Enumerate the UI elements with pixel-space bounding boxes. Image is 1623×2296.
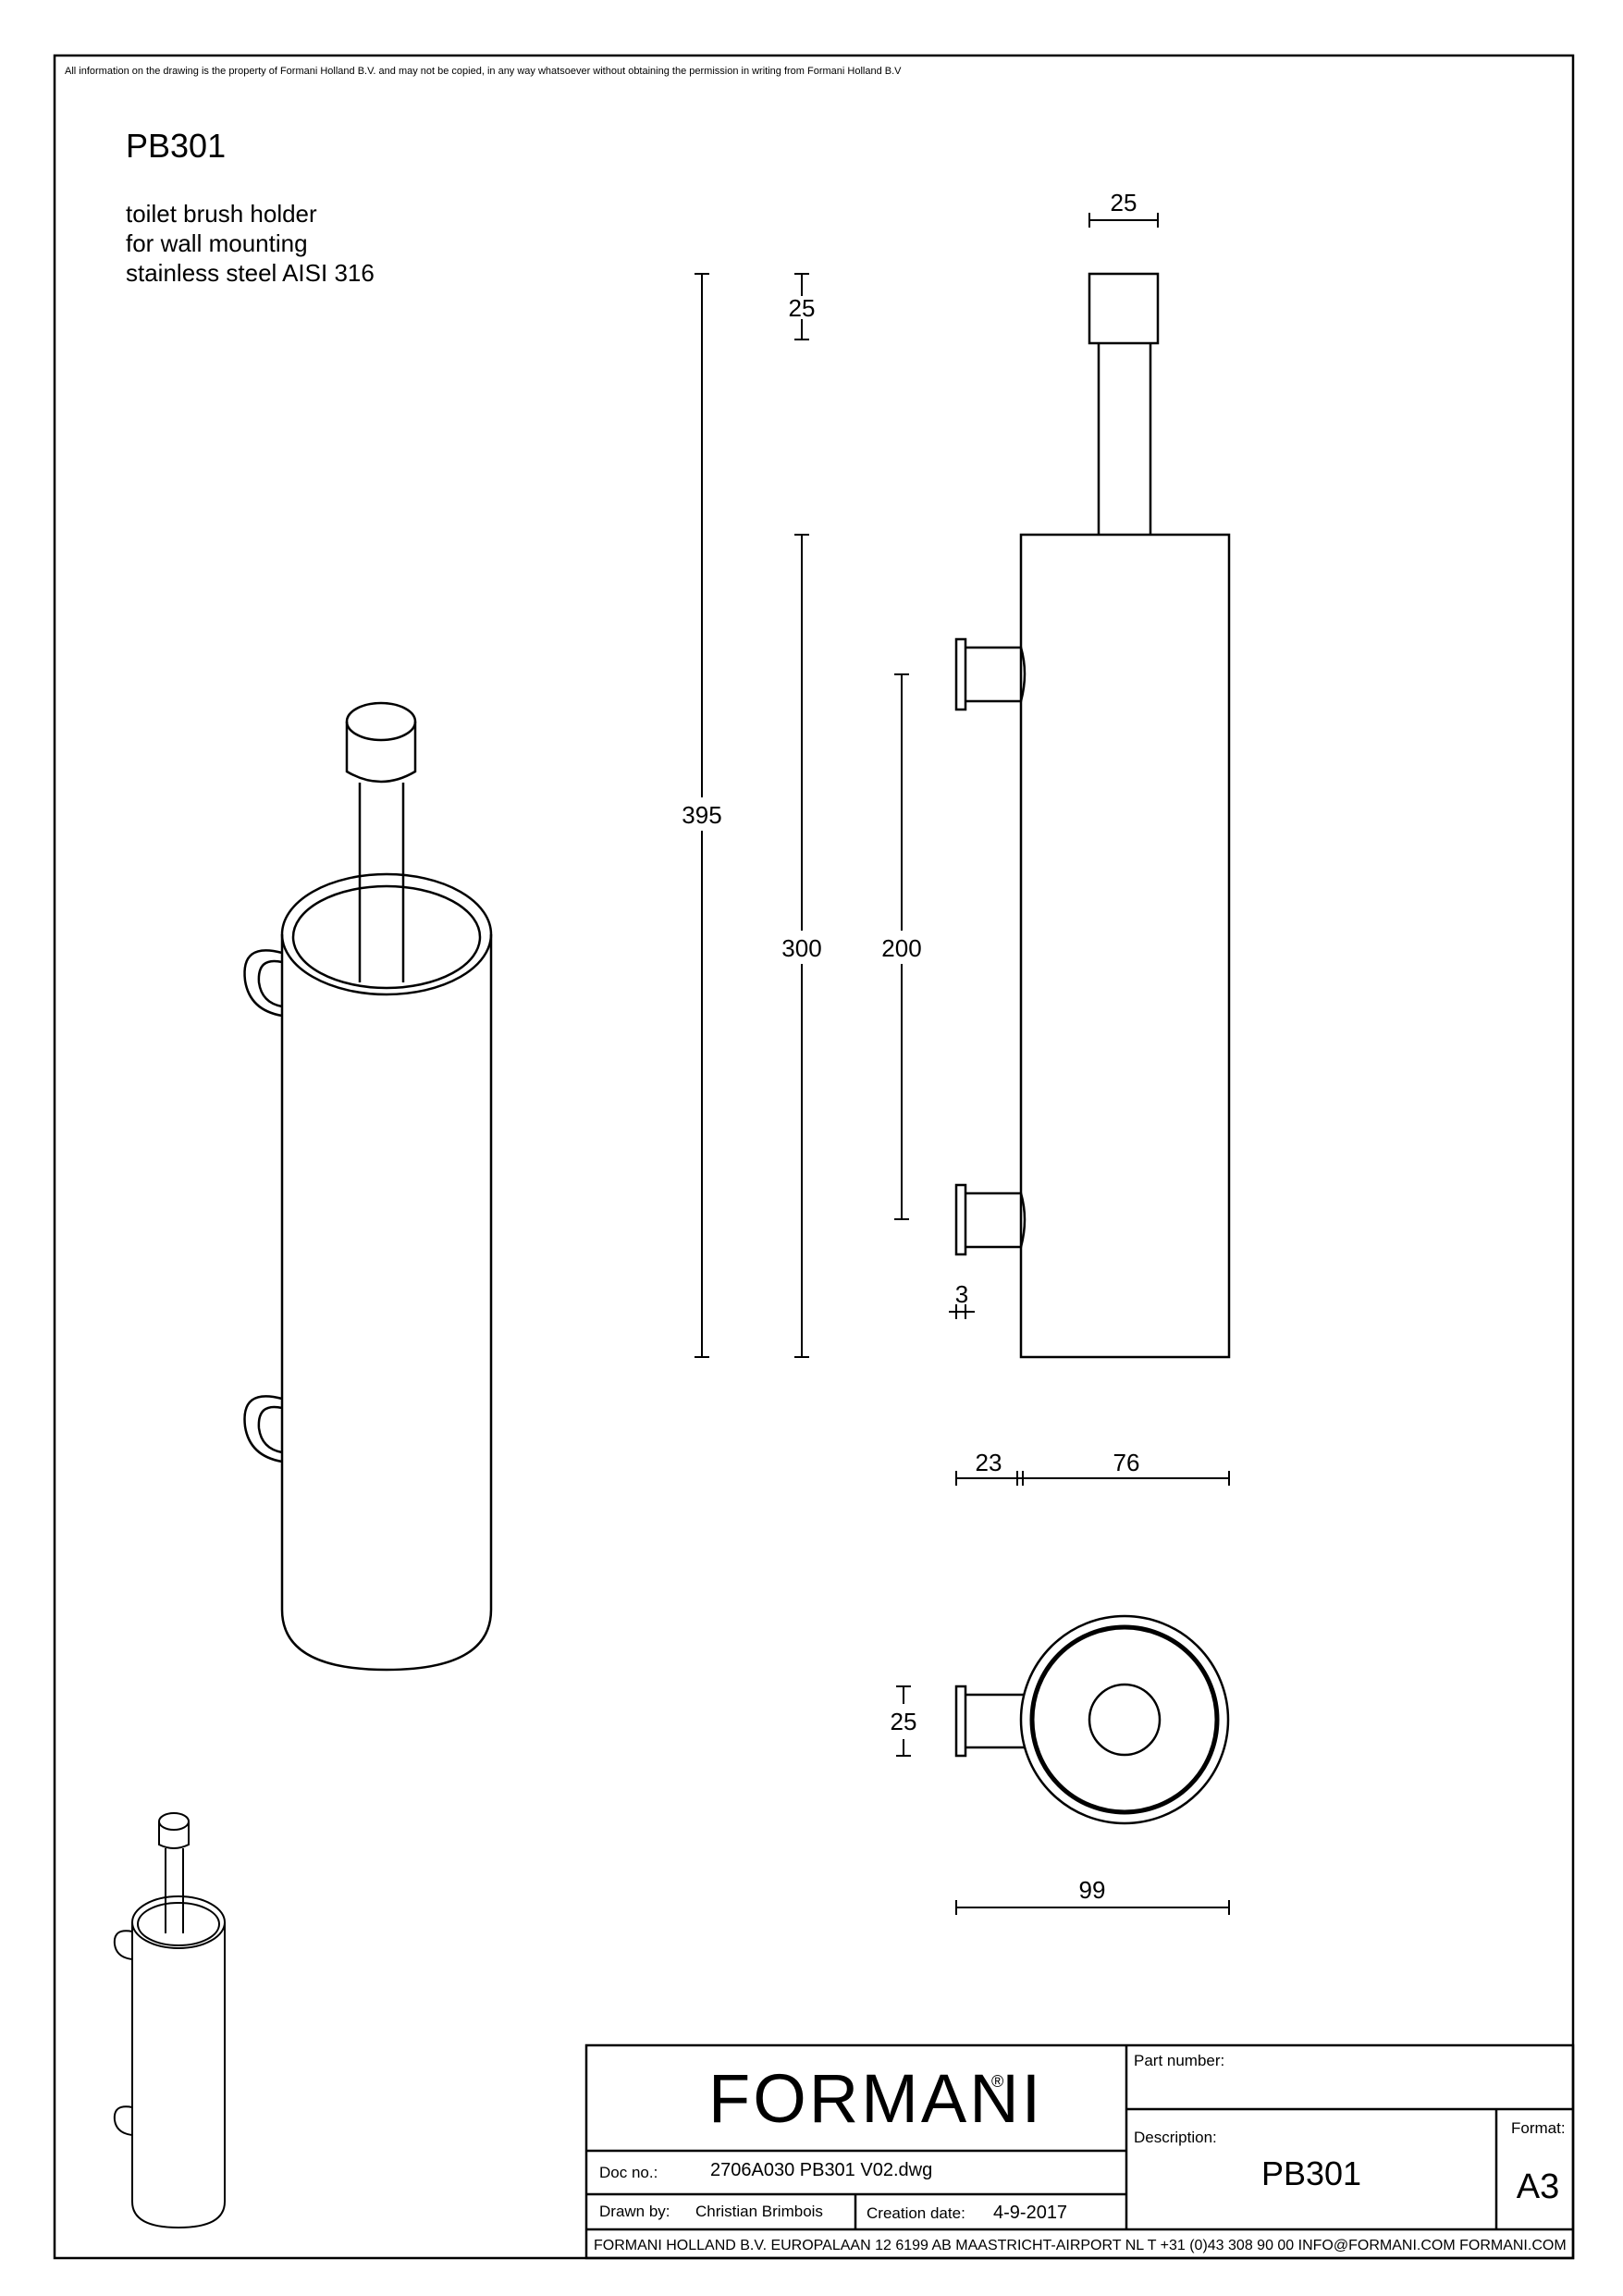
product-line-1: toilet brush holder [126, 200, 317, 228]
part-number-label: Part number: [1134, 2052, 1224, 2069]
format-value: A3 [1517, 2167, 1559, 2206]
doc-no-value: 2706A030 PB301 V02.dwg [710, 2160, 932, 2180]
creation-date-label: Creation date: [867, 2204, 965, 2222]
dim-bracket-offset: 23 [976, 1449, 1002, 1476]
dimension-labels: 25 395 25 300 200 3 23 76 25 99 [680, 189, 1139, 1904]
isometric-view-small [113, 1812, 226, 2229]
description-label: Description: [1134, 2129, 1217, 2146]
dim-body-diameter: 76 [1113, 1449, 1140, 1476]
format-label: Format: [1511, 2119, 1566, 2137]
dimension-lines [695, 213, 1230, 1915]
dim-bracket-thickness: 3 [955, 1280, 968, 1308]
side-elevation [954, 272, 1231, 1359]
drawn-by-label: Drawn by: [599, 2203, 670, 2220]
dim-overall-depth: 99 [1079, 1876, 1106, 1904]
title-block: FORMANI ® Part number: Description: PB30… [584, 2043, 1575, 2260]
company-footer: FORMANI HOLLAND B.V. EUROPALAAN 12 6199 … [594, 2238, 1567, 2253]
dim-bracket-spacing: 200 [881, 934, 921, 962]
product-line-2: for wall mounting [126, 229, 308, 257]
doc-no-label: Doc no.: [599, 2164, 658, 2181]
isometric-view [243, 701, 493, 1672]
dim-total-height: 395 [682, 801, 721, 829]
product-code: PB301 [126, 127, 226, 165]
description-value: PB301 [1261, 2154, 1361, 2192]
product-line-3: stainless steel AISI 316 [126, 259, 375, 287]
dim-body-height: 300 [781, 934, 821, 962]
dim-knob-height: 25 [789, 294, 816, 322]
dim-bracket-width: 25 [891, 1708, 917, 1735]
brand-logo: FORMANI [708, 2060, 1043, 2137]
creation-date-value: 4-9-2017 [993, 2203, 1067, 2223]
disclaimer-text: All information on the drawing is the pr… [65, 66, 902, 77]
registered-mark: ® [991, 2072, 1003, 2091]
drawn-by-value: Christian Brimbois [695, 2203, 823, 2220]
dim-knob-width: 25 [1111, 189, 1137, 216]
top-view [954, 1614, 1230, 1825]
